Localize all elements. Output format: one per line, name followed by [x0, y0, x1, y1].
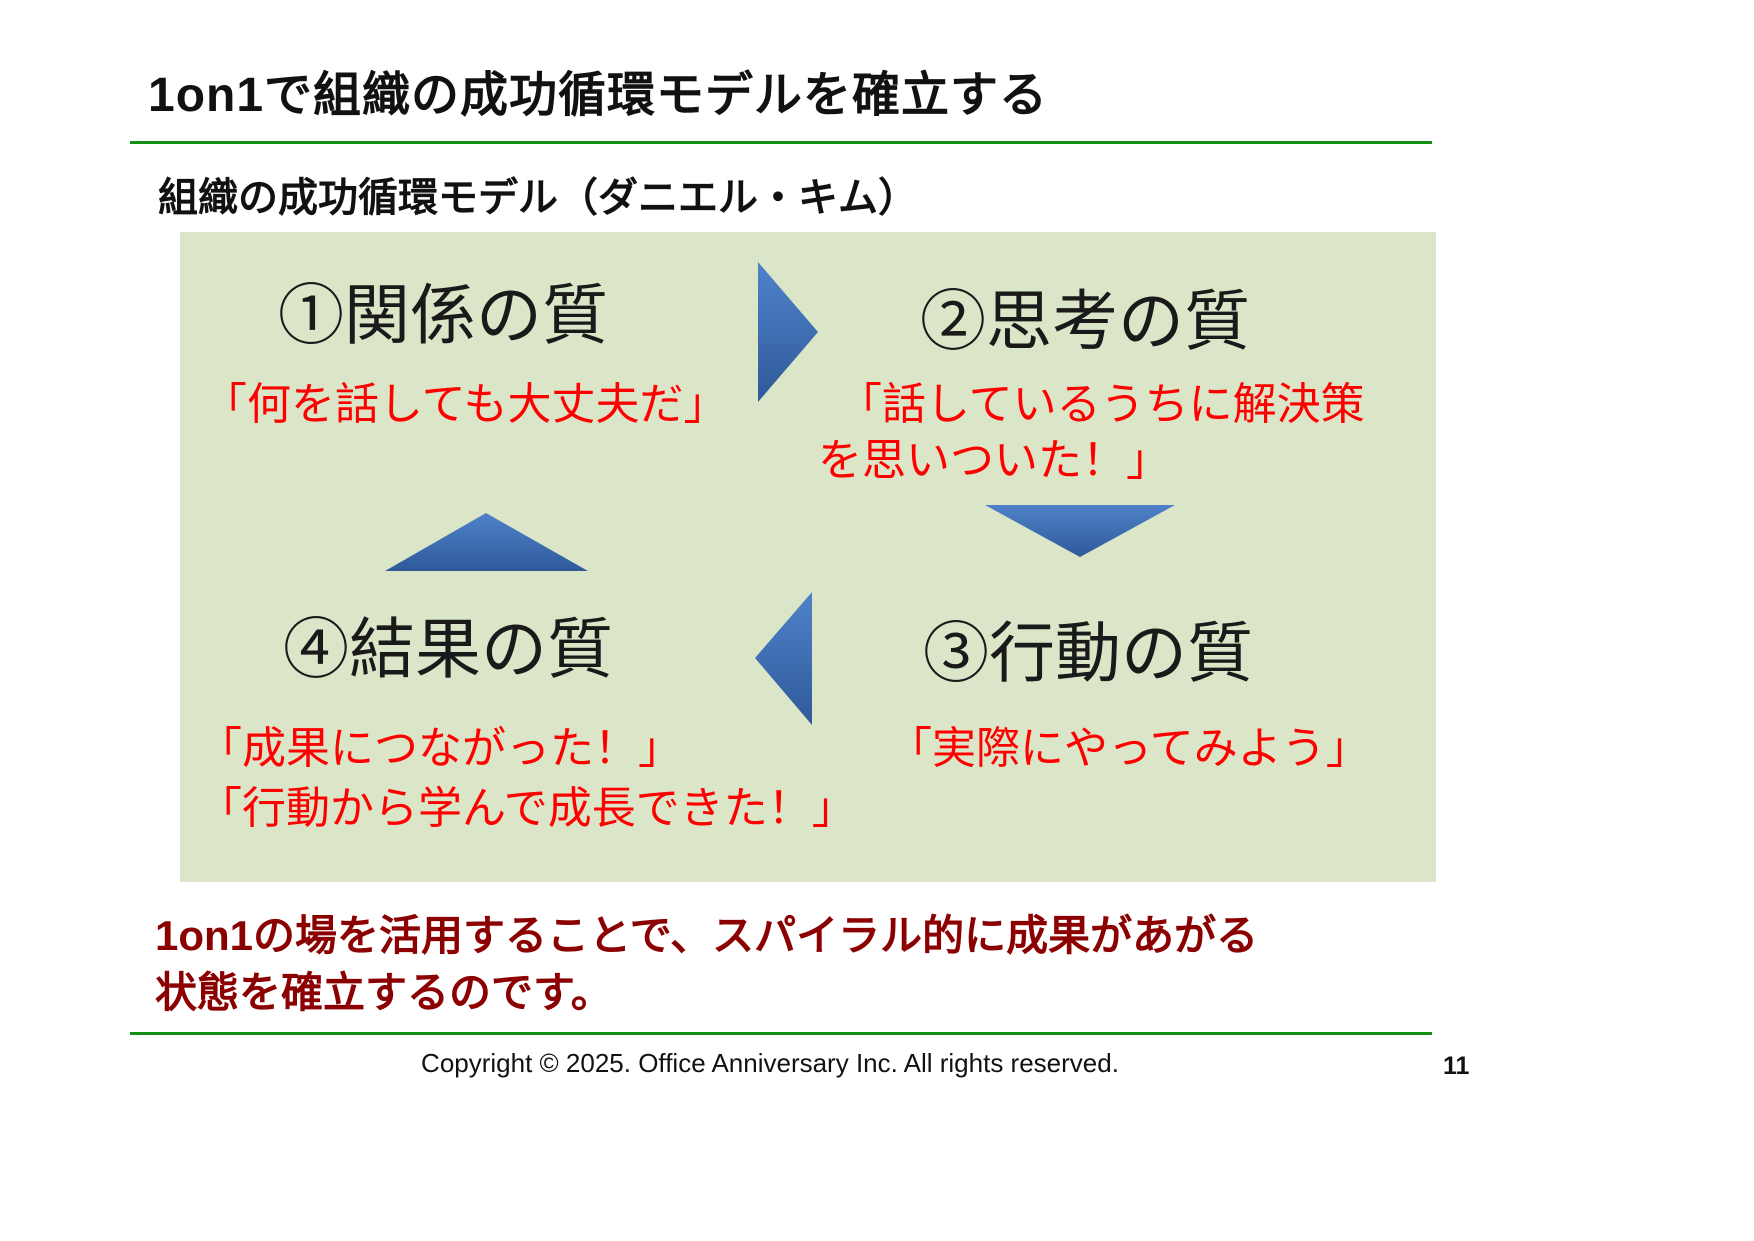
node-thinking-quality: ②思考の質 [920, 284, 1250, 358]
arrow-up-icon [385, 513, 588, 571]
arrow-right-icon [758, 262, 818, 402]
closing-message-line1: 1on1の場を活用することで、スパイラル的に成果があがる [155, 912, 1259, 959]
quote-result-line1: 「成果につながった！」 [198, 724, 682, 773]
quote-thinking-line1: 「話しているうちに解決策 [838, 380, 1365, 429]
node-relationship-quality: ①関係の質 [278, 278, 608, 352]
title-divider [130, 141, 1432, 144]
model-subtitle: 組織の成功循環モデル（ダニエル・キム） [158, 176, 918, 220]
quote-result-line2: 「行動から学んで成長できた！」 [198, 784, 856, 833]
node-result-quality: ④結果の質 [283, 612, 613, 686]
node-action-quality: ③行動の質 [923, 616, 1253, 690]
quote-action: 「実際にやってみよう」 [888, 724, 1370, 773]
copyright-footer: Copyright © 2025. Office Anniversary Inc… [421, 1048, 1119, 1078]
quote-thinking-line2: を思いついた！」 [818, 436, 1170, 485]
quote-relationship: 「何を話しても大丈夫だ」 [203, 380, 728, 429]
slide-title: 1on1で組織の成功循環モデルを確立する [148, 69, 1049, 122]
arrow-left-icon [755, 592, 812, 725]
closing-message-line2: 状態を確立するのです。 [155, 969, 613, 1016]
page-number: 11 [1443, 1052, 1470, 1080]
footer-divider [130, 1032, 1432, 1035]
cycle-diagram: ①関係の質 ②思考の質 ③行動の質 ④結果の質 「何を話しても大丈夫だ」 「話し… [180, 232, 1436, 882]
arrow-down-icon [985, 505, 1175, 557]
